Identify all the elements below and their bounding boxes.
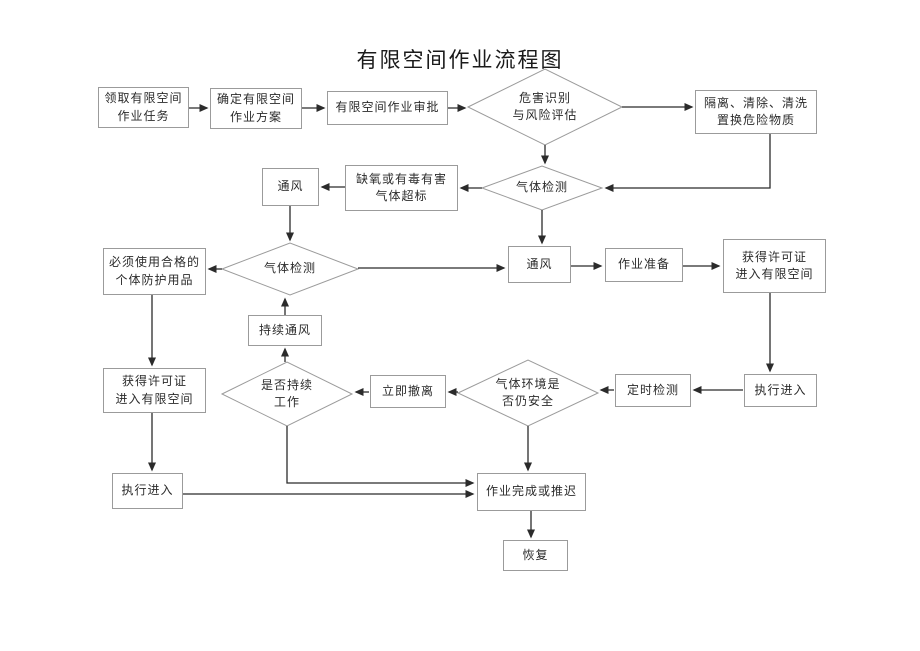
node-continue-work: 是否持续 工作 bbox=[260, 377, 313, 409]
node-approval: 有限空间作业审批 bbox=[327, 91, 448, 125]
page-title: 有限空间作业流程图 bbox=[356, 48, 564, 72]
node-restore: 恢复 bbox=[503, 540, 568, 571]
node-ventilation-1: 通风 bbox=[262, 168, 319, 206]
edge-continuework-to-complete bbox=[286, 426, 475, 487]
node-ppe: 必须使用合格的 个体防护用品 bbox=[103, 248, 206, 295]
node-receive-task: 领取有限空间 作业任务 bbox=[98, 87, 189, 128]
node-ventilation-2: 通风 bbox=[508, 246, 571, 283]
node-gas-detection-1: 气体检测 bbox=[515, 180, 568, 195]
edge-isolate-to-gasdetect1 bbox=[604, 134, 771, 192]
node-work-complete: 作业完成或推迟 bbox=[477, 473, 586, 511]
node-execute-entry-right: 执行进入 bbox=[744, 374, 817, 407]
node-permit-enter-left: 获得许可证 进入有限空间 bbox=[103, 368, 206, 413]
node-permit-enter-right: 获得许可证 进入有限空间 bbox=[723, 239, 826, 293]
node-gas-exceed: 缺氧或有毒有害 气体超标 bbox=[345, 165, 458, 211]
node-continuous-vent: 持续通风 bbox=[248, 315, 322, 346]
diamond-continue-work bbox=[220, 361, 354, 427]
diamond-gas-detection-2 bbox=[220, 242, 360, 296]
node-determine-plan: 确定有限空间 作业方案 bbox=[210, 88, 302, 129]
node-isolate-remove: 隔离、清除、清洗 置换危险物质 bbox=[695, 90, 817, 134]
node-work-prep: 作业准备 bbox=[605, 248, 683, 282]
node-hazard-assessment: 危害识别 与风险评估 bbox=[512, 90, 578, 122]
node-timed-detection: 定时检测 bbox=[615, 374, 691, 407]
node-gas-still-safe: 气体环境是 否仍安全 bbox=[495, 376, 561, 408]
diamond-gas-detection-1 bbox=[480, 165, 604, 211]
node-evacuate: 立即撤离 bbox=[370, 375, 446, 408]
node-execute-entry-left: 执行进入 bbox=[112, 473, 183, 509]
node-gas-detection-2: 气体检测 bbox=[263, 261, 316, 276]
diamond-gas-still-safe bbox=[456, 359, 600, 427]
